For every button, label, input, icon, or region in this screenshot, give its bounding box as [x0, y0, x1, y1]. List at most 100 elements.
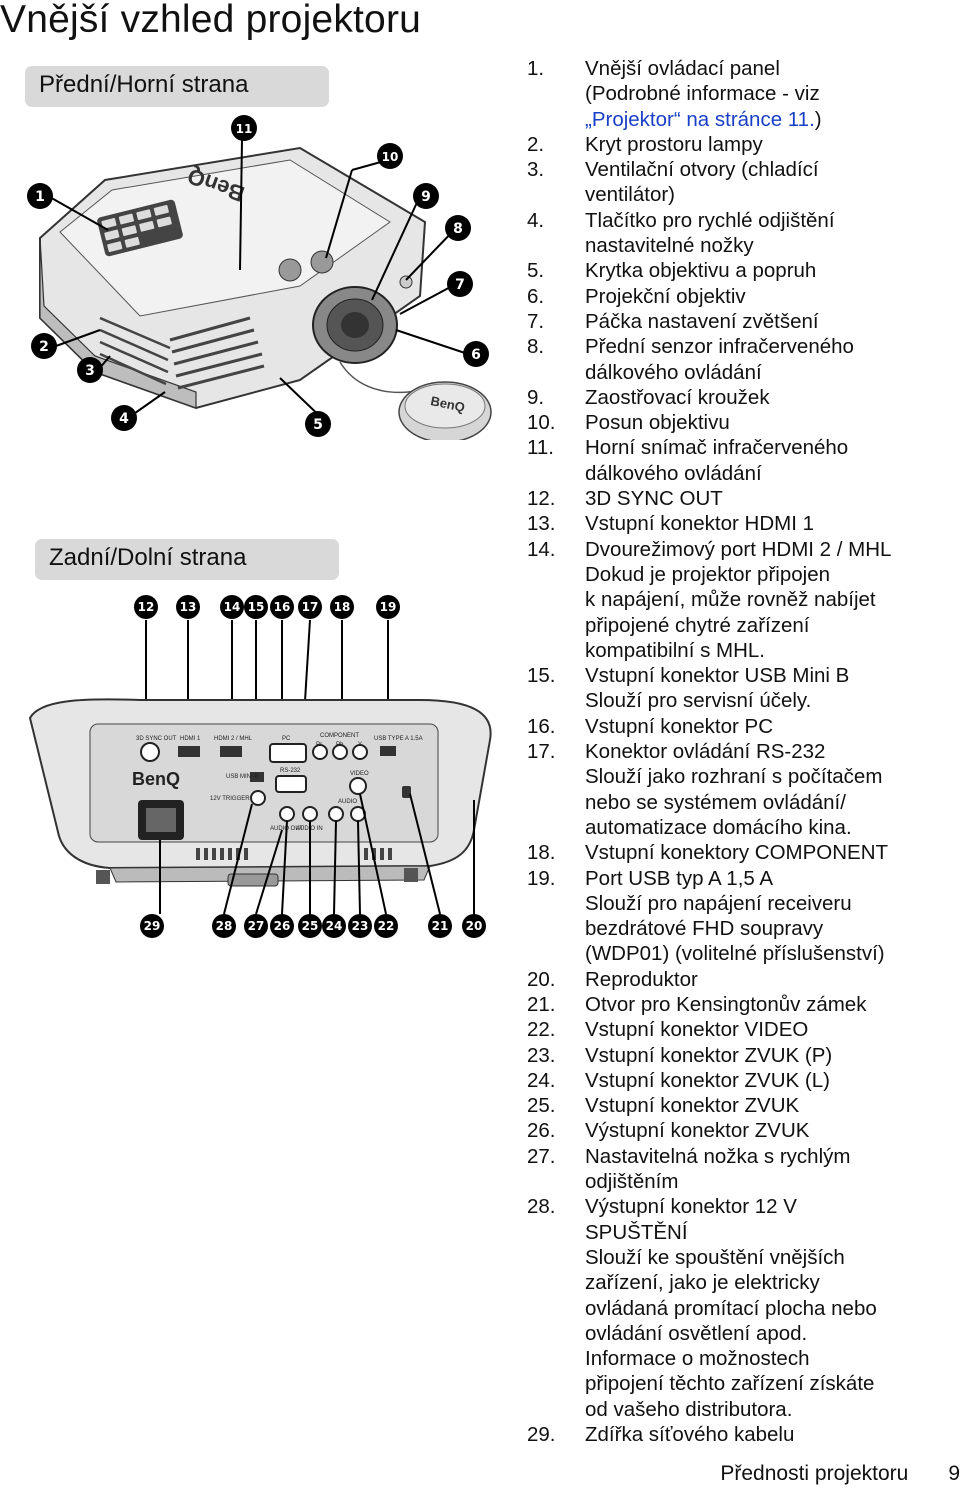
legend-item-18: 18. Vstupní konektory COMPONENT	[527, 840, 959, 865]
callout-25: 25	[302, 919, 319, 933]
legend-text: Informace o možnostech	[585, 1347, 810, 1371]
legend-number: 22.	[527, 1018, 556, 1042]
legend-text: Slouží pro servisní účely.	[585, 689, 812, 713]
legend-number: 3.	[527, 158, 545, 182]
callout-11: 11	[236, 122, 253, 136]
legend-number: 26.	[527, 1119, 556, 1143]
legend-number: 5.	[527, 259, 545, 283]
legend-item-26: 26. Výstupní konektor ZVUK	[527, 1118, 959, 1143]
legend-text: Dvourežimový port HDMI 2 / MHL	[585, 537, 892, 561]
component-legend: 1. Vnější ovládací panel (Podrobné infor…	[527, 56, 959, 1447]
callout-18: 18	[334, 600, 351, 614]
legend-text: dálkového ovládání	[585, 461, 762, 485]
callout-3: 3	[85, 363, 95, 379]
brand-logo-rear: BenQ	[132, 769, 180, 789]
legend-text: Vstupní konektor ZVUK (P)	[585, 1043, 833, 1067]
legend-text: ventilátor)	[585, 183, 676, 207]
legend-number: 24.	[527, 1068, 556, 1092]
legend-item-23: 23. Vstupní konektor ZVUK (P)	[527, 1043, 959, 1068]
legend-number: 27.	[527, 1144, 556, 1168]
legend-text: odjištěním	[585, 1170, 679, 1194]
callout-12: 12	[138, 600, 155, 614]
legend-text: Přední senzor infračerveného	[585, 335, 854, 359]
legend-number: 19.	[527, 866, 556, 890]
legend-item-2: 2. Kryt prostoru lampy	[527, 132, 959, 157]
legend-text: Krytka objektivu a popruh	[585, 259, 817, 283]
legend-text: (Podrobné informace - viz	[585, 82, 820, 106]
legend-text: Port USB typ A 1,5 A	[585, 866, 774, 890]
legend-number: 23.	[527, 1043, 556, 1067]
legend-text: k napájení, může rovněž nabíjet	[585, 588, 876, 612]
legend-text: Ventilační otvory (chladící	[585, 158, 819, 182]
projector-rear-diagram: BenQ 3D SYNC OUT HDMI 1 HDMI 2 / MHL PC …	[28, 595, 492, 938]
legend-number: 20.	[527, 967, 556, 991]
callout-7: 7	[455, 277, 465, 293]
legend-number: 28.	[527, 1195, 556, 1219]
legend-text: Vnější ovládací panel	[585, 57, 780, 80]
label-usb: USB TYPE A 1.5A	[374, 736, 423, 742]
section-header-front-top: Přední/Horní strana	[25, 66, 329, 107]
legend-text: Projekční objektiv	[585, 284, 746, 308]
legend-number: 29.	[527, 1423, 556, 1447]
legend-item-21: 21. Otvor pro Kensingtonův zámek	[527, 992, 959, 1017]
legend-text: Zdířka síťového kabelu	[585, 1423, 795, 1447]
legend-item-4: 4. Tlačítko pro rychlé odjištění nastavi…	[527, 208, 959, 259]
callout-27: 27	[248, 919, 265, 933]
legend-item-12: 12. 3D SYNC OUT	[527, 486, 959, 511]
legend-item-10: 10. Posun objektivu	[527, 410, 959, 435]
label-3d-sync: 3D SYNC OUT	[136, 736, 177, 742]
callout-15: 15	[248, 600, 265, 614]
legend-text: Výstupní konektor ZVUK	[585, 1119, 810, 1143]
legend-item-14: 14. Dvourežimový port HDMI 2 / MHL Dokud…	[527, 537, 959, 663]
callout-4: 4	[119, 411, 129, 427]
legend-item-6: 6. Projekční objektiv	[527, 284, 959, 309]
label-y: Y	[358, 742, 362, 748]
legend-item-5: 5. Krytka objektivu a popruh	[527, 258, 959, 283]
legend-text: od vašeho distributora.	[585, 1397, 793, 1421]
legend-text: Vstupní konektor ZVUK (L)	[585, 1068, 830, 1092]
projector-front-diagram: BenQ BenQ 1 2 3 4 5 6 7 8 9	[27, 115, 492, 440]
legend-number: 12.	[527, 487, 556, 511]
callout-13: 13	[180, 600, 197, 614]
legend-item-24: 24. Vstupní konektor ZVUK (L)	[527, 1068, 959, 1093]
legend-text: Horní snímač infračerveného	[585, 436, 849, 460]
legend-item-19: 19. Port USB typ A 1,5 A Slouží pro napá…	[527, 866, 959, 967]
legend-item-25: 25. Vstupní konektor ZVUK	[527, 1093, 959, 1118]
legend-item-9: 9. Zaostřovací kroužek	[527, 385, 959, 410]
legend-text: Výstupní konektor 12 V	[585, 1195, 797, 1219]
legend-item-11: 11. Horní snímač infračerveného dálkovéh…	[527, 435, 959, 486]
label-trigger: 12V TRIGGER	[210, 796, 250, 802]
legend-text: ovládaná promítací plocha nebo	[585, 1296, 877, 1320]
legend-text: nebo se systémem ovládání/	[585, 790, 846, 814]
callout-17: 17	[302, 600, 319, 614]
label-audio: AUDIO	[338, 799, 357, 805]
legend-number: 18.	[527, 841, 556, 865]
label-component: COMPONENT	[320, 733, 359, 739]
callout-5: 5	[313, 417, 323, 433]
legend-text: Vstupní konektor HDMI 1	[585, 512, 815, 536]
callout-28: 28	[216, 919, 233, 933]
legend-number: 10.	[527, 411, 556, 435]
page-reference-link[interactable]: „Projektor“ na stránce 11.	[585, 107, 815, 131]
legend-number: 6.	[527, 284, 545, 308]
legend-text: Dokud je projektor připojen	[585, 562, 830, 586]
legend-number: 15.	[527, 664, 556, 688]
callout-9: 9	[421, 189, 431, 205]
legend-number: 21.	[527, 992, 556, 1016]
legend-text: Kryt prostoru lampy	[585, 132, 763, 156]
legend-text: Vstupní konektory COMPONENT	[585, 841, 889, 865]
label-pr: Pr	[316, 742, 322, 748]
legend-text: Nastavitelná nožka s rychlým	[585, 1144, 851, 1168]
legend-item-13: 13. Vstupní konektor HDMI 1	[527, 511, 959, 536]
callout-22: 22	[378, 919, 395, 933]
callout-24: 24	[326, 919, 343, 933]
legend-number: 25.	[527, 1094, 556, 1118]
legend-item-22: 22. Vstupní konektor VIDEO	[527, 1017, 959, 1042]
legend-text: kompatibilní s MHL.	[585, 638, 766, 662]
legend-item-3: 3. Ventilační otvory (chladící ventiláto…	[527, 157, 959, 208]
legend-text: dálkového ovládání	[585, 360, 762, 384]
callout-16: 16	[274, 600, 291, 614]
legend-item-17: 17. Konektor ovládání RS-232 Slouží jako…	[527, 739, 959, 840]
legend-text: připojení těchto zařízení získáte	[585, 1372, 875, 1396]
legend-text: Zaostřovací kroužek	[585, 385, 770, 409]
